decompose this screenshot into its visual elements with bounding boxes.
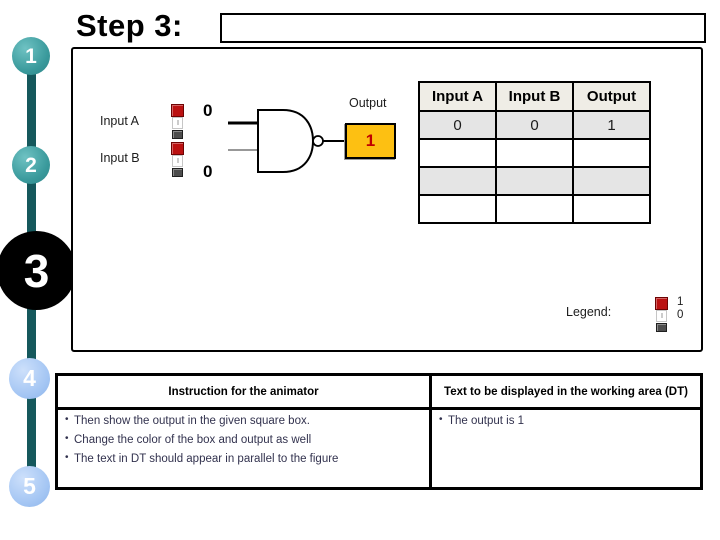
instruction-table-left-body: Then show the output in the given square… [58, 410, 432, 487]
display-text-list: The output is 1 [438, 415, 692, 427]
instruction-table-left-header: Instruction for the animator [58, 376, 432, 410]
legend-off-value: 0 [677, 309, 684, 321]
step-indicator-1: 1 [12, 37, 50, 75]
nand-gate-icon [228, 109, 345, 173]
step-number: 3 [23, 244, 50, 297]
input-a-value: 0 [203, 101, 213, 120]
step-indicator-4: 4 [9, 358, 50, 399]
step-number: 1 [25, 44, 37, 68]
legend-label: Legend: [566, 305, 612, 319]
truth-table-cell [572, 166, 651, 196]
step-indicator-5: 5 [9, 466, 50, 507]
page-title: Step 3: [76, 8, 183, 43]
input-b-label: Input B [100, 151, 140, 165]
input-b-value: 0 [203, 162, 213, 181]
truth-table-header: Input A [418, 81, 497, 112]
gate-body [257, 109, 315, 173]
instruction-table-right-header: Text to be displayed in the working area… [432, 376, 700, 410]
title-placeholder-box [220, 13, 706, 43]
display-text-bullet: The output is 1 [438, 415, 692, 427]
truth-table-cell [418, 166, 497, 196]
truth-table-cell: 0 [418, 110, 497, 140]
input-b-toggle-switch-icon[interactable] [171, 142, 184, 177]
switch-on-knob [171, 142, 184, 155]
step-number: 4 [23, 365, 36, 391]
instruction-bullet: Change the color of the box and output a… [64, 434, 421, 446]
output-value-box: 1 [345, 123, 396, 159]
switch-on-knob [655, 297, 668, 310]
switch-off-knob [172, 130, 183, 139]
truth-table-cell [495, 138, 574, 168]
instruction-bullet: The text in DT should appear in parallel… [64, 453, 421, 465]
truth-table-cell [495, 166, 574, 196]
instruction-table-right-body: The output is 1 [432, 410, 700, 487]
animator-instruction-list: Then show the output in the given square… [64, 415, 421, 465]
input-a-label: Input A [100, 114, 139, 128]
switch-off-knob [656, 323, 667, 332]
step-indicator-2: 2 [12, 146, 50, 184]
truth-table-cell: 0 [495, 110, 574, 140]
truth-table-cell [572, 138, 651, 168]
step-number: 2 [25, 153, 37, 177]
instruction-table: Instruction for the animator Text to be … [55, 373, 703, 490]
truth-table-cell: 1 [572, 110, 651, 140]
truth-table-row [418, 138, 651, 168]
output-value: 1 [365, 131, 376, 150]
truth-table-cell [418, 138, 497, 168]
instruction-bullet: Then show the output in the given square… [64, 415, 421, 427]
truth-table-row [418, 194, 651, 224]
truth-table-cell [418, 194, 497, 224]
legend-toggle-switch-icon [655, 297, 668, 332]
truth-table: Input A Input B Output 0 0 1 [418, 81, 651, 224]
truth-table-row [418, 166, 651, 196]
inverter-bubble [312, 135, 324, 147]
truth-table-row: 0 0 1 [418, 110, 651, 140]
input-a-toggle-switch-icon[interactable] [171, 104, 184, 139]
truth-table-cell [495, 194, 574, 224]
output-label: Output [349, 96, 387, 110]
legend-on-value: 1 [677, 296, 684, 308]
switch-track [172, 155, 183, 167]
switch-track [656, 310, 667, 322]
switch-on-knob [171, 104, 184, 117]
truth-table-header: Output [572, 81, 651, 112]
truth-table-header-row: Input A Input B Output [418, 81, 651, 112]
switch-off-knob [172, 168, 183, 177]
step-indicator-3-current: 3 [0, 231, 76, 310]
step-number: 5 [23, 473, 36, 499]
switch-track [172, 117, 183, 129]
truth-table-cell [572, 194, 651, 224]
truth-table-header: Input B [495, 81, 574, 112]
